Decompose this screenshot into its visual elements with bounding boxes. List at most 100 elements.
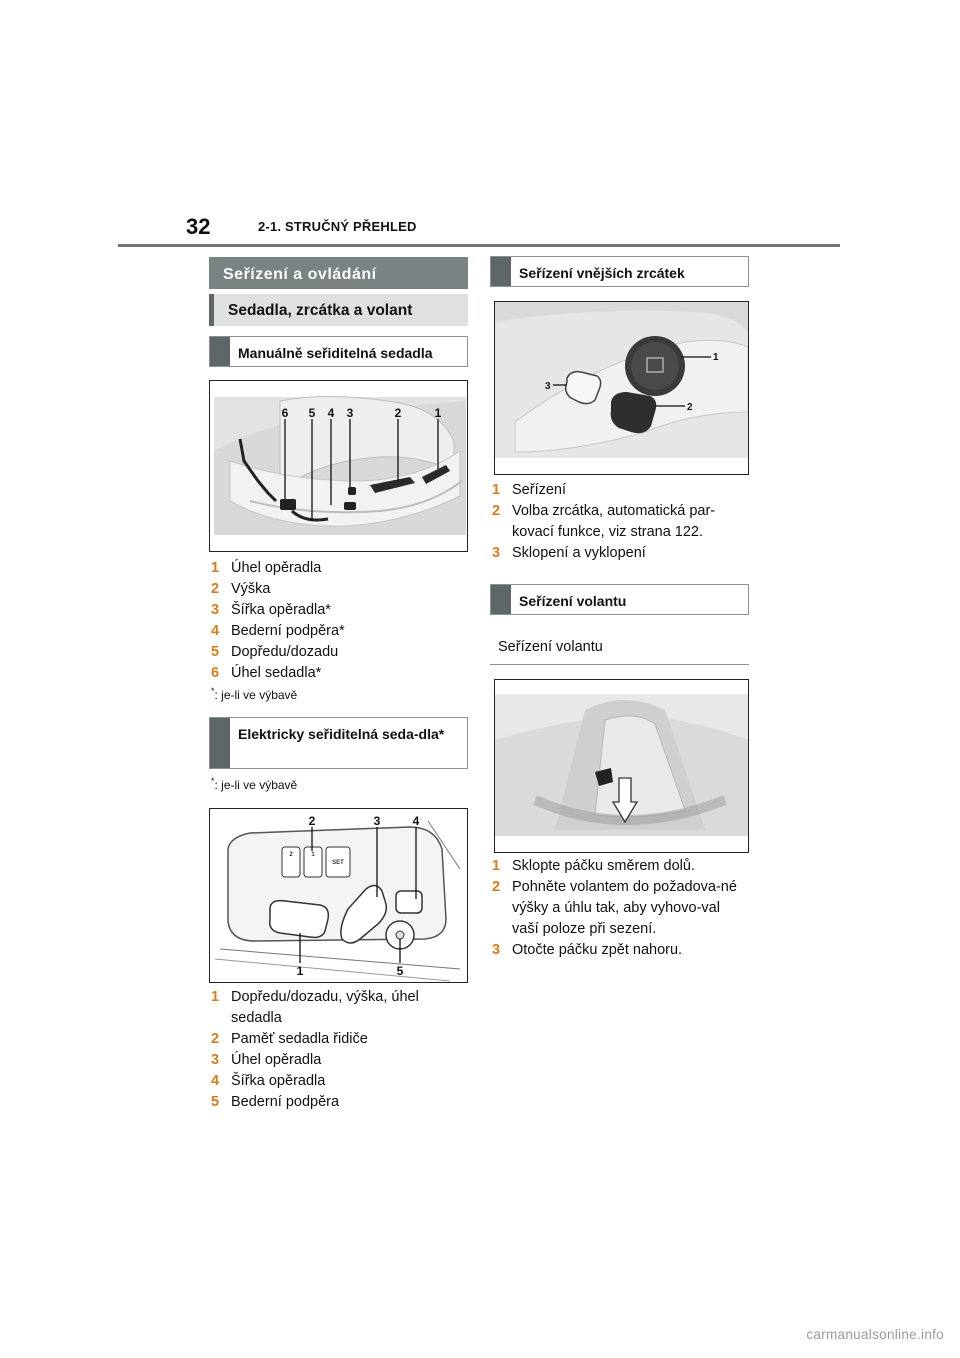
- footnote-marker: *: [211, 686, 215, 696]
- item-text: Sklopení a vyklopení: [512, 545, 646, 561]
- list-item: 3 Úhel opěradla: [209, 1050, 468, 1071]
- item-text: Bederní podpěra: [231, 1094, 340, 1110]
- list-item: 4 Bederní podpěra*: [209, 621, 468, 642]
- electric-seats-heading-text: Elektricky seřiditelná seda-dla*: [238, 726, 445, 742]
- footnote: *: je-li ve výbavě: [211, 776, 297, 792]
- list-item: 2 Výška: [209, 579, 468, 600]
- electric-fig-label: 4: [413, 814, 420, 828]
- item-text: Sklopte páčku směrem dolů.: [512, 858, 695, 874]
- manual-fig-label: 2: [395, 406, 402, 420]
- item-text: Úhel opěradla: [231, 560, 322, 576]
- mirror-fig-label: 3: [545, 381, 551, 392]
- mirror-fig-label: 1: [713, 352, 719, 363]
- sub-heading: Sedadla, zrcátka a volant: [209, 294, 468, 326]
- watermark: carmanualsonline.info: [806, 1327, 944, 1342]
- manual-seats-heading: Manuálně seřiditelná sedadla: [209, 336, 468, 367]
- heading-bar: [210, 718, 230, 768]
- electric-fig-label: 2: [309, 814, 316, 828]
- item-text: Volba zrcátka, automatická par-kovací fu…: [512, 503, 716, 540]
- manual-seat-list: 1 Úhel opěradla 2 Výška 3 Šířka opěradla* 4…: [209, 558, 468, 684]
- electric-seat-figure: 2 1 SET 2 3 4 1 5: [209, 808, 468, 983]
- item-text: Úhel opěradla: [231, 1052, 322, 1068]
- item-number: 2: [211, 1031, 220, 1047]
- list-item: 1 Dopředu/dozadu, výška, úhel sedadla: [209, 987, 456, 1029]
- item-text: Šířka opěradla: [231, 1073, 326, 1089]
- manual-fig-label: 5: [309, 406, 316, 420]
- chapter-title: 2-1. STRUČNÝ PŘEHLED: [258, 219, 417, 234]
- item-number: 4: [211, 1073, 220, 1089]
- list-item: 6 Úhel sedadla*: [209, 663, 468, 684]
- main-heading: Seřízení a ovládání: [209, 257, 468, 289]
- list-item: 2 Paměť sedadla řidiče: [209, 1029, 468, 1050]
- mirror-heading-text: Seřízení vnějších zrcátek: [519, 265, 685, 281]
- item-number: 2: [492, 503, 501, 519]
- wheel-heading-text: Seřízení volantu: [519, 593, 627, 609]
- manual-fig-label: 6: [282, 406, 289, 420]
- wheel-subtitle: Seřízení volantu: [498, 639, 603, 655]
- item-number: 1: [492, 858, 501, 874]
- item-number: 3: [492, 942, 501, 958]
- item-number: 3: [211, 1052, 220, 1068]
- item-number: 1: [211, 560, 220, 576]
- footnote: *: je-li ve výbavě: [211, 686, 297, 702]
- header-rule: [118, 244, 840, 247]
- item-text: Dopředu/dozadu, výška, úhel sedadla: [231, 989, 419, 1026]
- footnote-text: : je-li ve výbavě: [214, 688, 298, 702]
- mirror-figure: 1 3 2: [494, 301, 749, 475]
- manual-fig-label: 4: [328, 406, 335, 420]
- item-text: Bederní podpěra*: [231, 623, 345, 639]
- memory-button-label: 1: [311, 852, 315, 858]
- steering-figure: [494, 679, 749, 853]
- wheel-list: 1 Sklopte páčku směrem dolů. 2 Pohněte vol…: [490, 856, 749, 961]
- mirror-heading: Seřízení vnějších zrcátek: [490, 256, 749, 287]
- divider: [490, 664, 749, 665]
- manual-fig-label: 3: [347, 406, 354, 420]
- electric-fig-label: 5: [397, 964, 404, 978]
- wheel-heading: Seřízení volantu: [490, 584, 749, 615]
- set-button-label: SET: [332, 860, 344, 866]
- item-number: 1: [492, 482, 501, 498]
- list-item: 3 Šířka opěradla*: [209, 600, 468, 621]
- list-item: 4 Šířka opěradla: [209, 1071, 468, 1092]
- item-text: Dopředu/dozadu: [231, 644, 339, 660]
- manual-fig-label: 1: [435, 406, 442, 420]
- item-text: Pohněte volantem do požadova-né výšky a …: [512, 879, 737, 937]
- item-number: 4: [211, 623, 220, 639]
- heading-bar: [210, 337, 230, 366]
- list-item: 2 Pohněte volantem do požadova-né výšky a…: [490, 877, 746, 940]
- list-item: 5 Bederní podpěra: [209, 1092, 468, 1113]
- heading-bar: [491, 257, 511, 286]
- memory-button-label: 2: [289, 852, 293, 858]
- electric-seats-heading: Elektricky seřiditelná seda-dla*: [209, 717, 468, 769]
- item-text: Šířka opěradla*: [231, 602, 331, 618]
- page-number: 32: [186, 214, 211, 239]
- mirror-fig-label: 2: [687, 402, 693, 413]
- electric-seat-list: 1 Dopředu/dozadu, výška, úhel sedadla 2 Pa…: [209, 987, 468, 1113]
- item-number: 3: [492, 545, 501, 561]
- electric-fig-label: 3: [374, 814, 381, 828]
- list-item: 3 Otočte páčku zpět nahoru.: [490, 940, 749, 961]
- item-number: 3: [211, 602, 220, 618]
- list-item: 1 Úhel opěradla: [209, 558, 468, 579]
- item-text: Otočte páčku zpět nahoru.: [512, 942, 683, 958]
- item-number: 5: [211, 1094, 220, 1110]
- manual-seats-heading-text: Manuálně seřiditelná sedadla: [238, 345, 433, 361]
- list-item: 2 Volba zrcátka, automatická par-kovací f…: [490, 501, 732, 543]
- item-number: 6: [211, 665, 220, 681]
- item-number: 1: [211, 989, 220, 1005]
- heading-bar: [491, 585, 511, 614]
- item-text: Paměť sedadla řidiče: [231, 1031, 368, 1047]
- item-number: 2: [211, 581, 220, 597]
- footnote-text: : je-li ve výbavě: [214, 778, 298, 792]
- item-number: 2: [492, 879, 501, 895]
- item-text: Úhel sedadla*: [231, 665, 322, 681]
- list-item: 5 Dopředu/dozadu: [209, 642, 468, 663]
- footnote-marker: *: [211, 776, 215, 786]
- manual-seat-figure: 6 5 4 3 2 1: [209, 380, 468, 552]
- item-number: 5: [211, 644, 220, 660]
- list-item: 3 Sklopení a vyklopení: [490, 543, 749, 564]
- item-text: Výška: [231, 581, 271, 597]
- list-item: 1 Sklopte páčku směrem dolů.: [490, 856, 749, 877]
